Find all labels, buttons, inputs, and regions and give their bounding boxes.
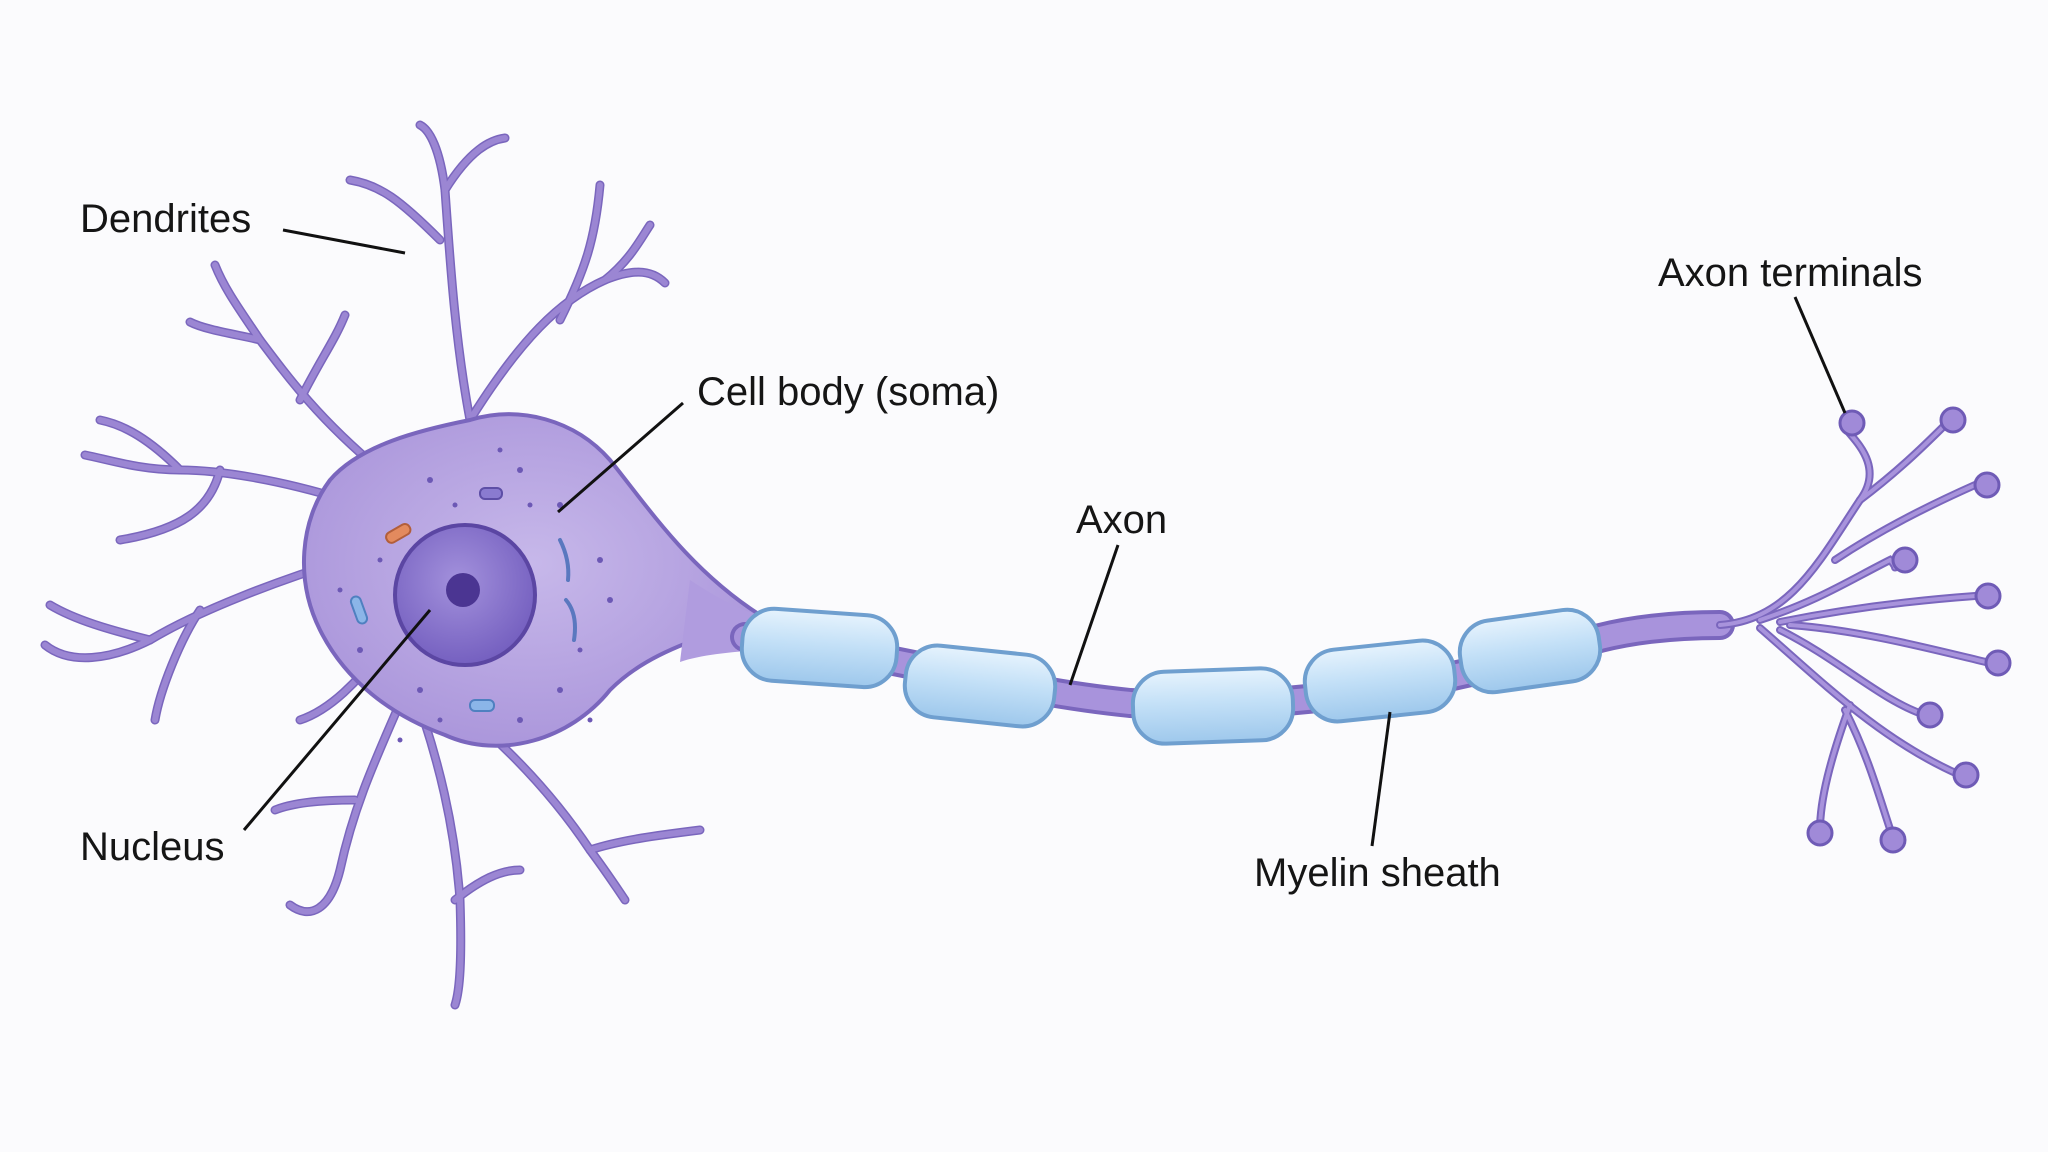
myelin-segment [1302, 638, 1458, 724]
leader-soma [557, 401, 684, 514]
terminal-bouton [1838, 409, 1866, 437]
myelin-segment [1130, 666, 1296, 746]
terminal-bouton [1939, 406, 1967, 434]
label-axon-terminals: Axon terminals [1658, 251, 1923, 295]
terminal-bouton [1984, 649, 2012, 677]
label-myelin-sheath: Myelin sheath [1254, 851, 1501, 895]
terminal-bouton [1952, 761, 1980, 789]
leader-axon [1068, 544, 1120, 686]
nucleolus [446, 573, 480, 607]
dendrites [40, 120, 705, 1010]
leader-terminals [1793, 296, 1847, 414]
terminal-bouton [1973, 471, 2001, 499]
myelin-segment [902, 643, 1058, 729]
terminal-bouton [1891, 546, 1919, 574]
leader-dendrites [282, 228, 406, 255]
label-nucleus: Nucleus [80, 825, 225, 869]
axon-terminal-branches [1716, 416, 1994, 842]
label-dendrites: Dendrites [80, 197, 252, 241]
organelles [337, 447, 613, 743]
axon-terminals [1806, 406, 2012, 854]
leader-nucleus [242, 609, 432, 831]
label-cell-body: Cell body (soma) [697, 370, 1000, 414]
label-axon: Axon [1076, 498, 1168, 542]
leader-myelin [1370, 711, 1392, 847]
terminal-bouton [1806, 819, 1834, 847]
terminal-bouton [1974, 582, 2002, 610]
leader-lines [242, 228, 1847, 847]
myelin-sheath [739, 606, 1603, 746]
terminal-bouton [1879, 826, 1907, 854]
myelin-segment [1457, 607, 1603, 695]
terminal-bouton [1916, 701, 1944, 729]
myelin-segment [739, 606, 900, 690]
